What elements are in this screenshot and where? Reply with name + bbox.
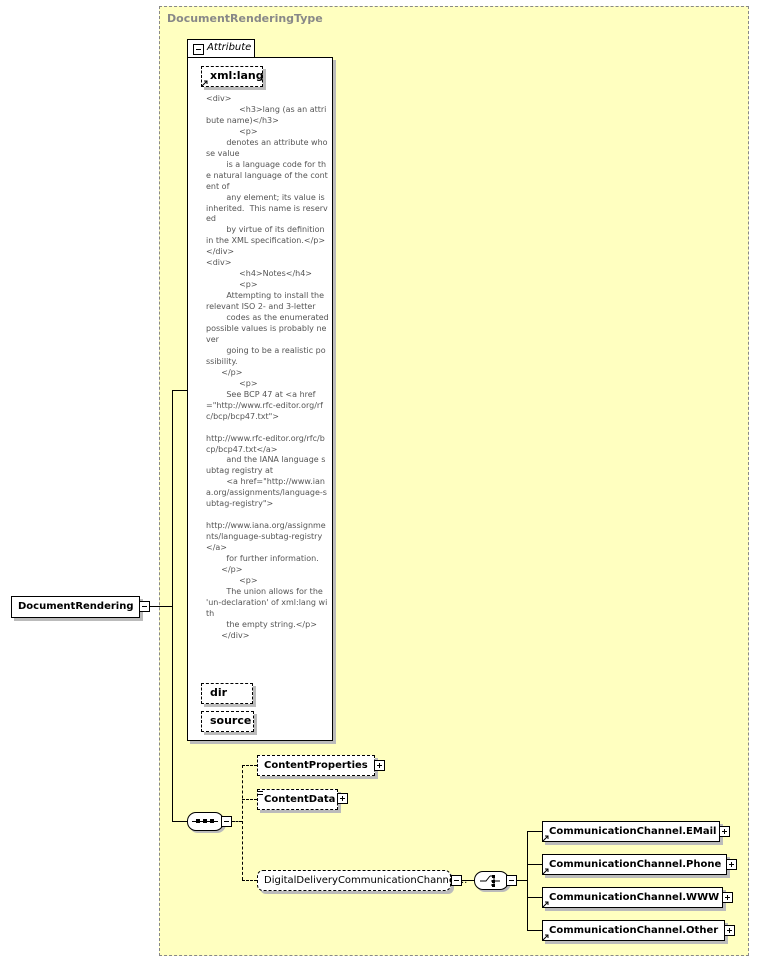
type-name: DocumentRenderingType [167,12,323,25]
attribute-xml-lang[interactable]: xml:lang [201,66,264,87]
choice-icon [480,875,500,887]
attribute-name: source [210,714,252,727]
element-content-properties[interactable]: ContentProperties [257,755,375,776]
element-name: CommunicationChannel.Phone [549,859,722,870]
element-name: CommunicationChannel.Other [549,925,719,936]
element-name: ContentProperties [264,760,368,771]
reference-arrow-icon [543,901,549,907]
reference-arrow-icon [543,835,549,841]
element-name: CommunicationChannel.EMail [549,826,717,837]
attribute-group-tab[interactable] [187,39,255,58]
collapse-icon[interactable] [506,875,517,886]
reference-arrow-icon [202,80,208,86]
collapse-icon[interactable] [221,816,232,827]
root-element-box[interactable]: DocumentRendering [11,596,140,618]
attribute-group-box [187,57,333,741]
collapse-icon[interactable] [451,875,462,886]
element-communication-channel-phone[interactable]: CommunicationChannel.Phone [542,854,727,875]
attribute-group-label: Attribute [207,42,252,53]
expand-icon[interactable] [719,826,730,837]
expand-icon[interactable] [724,925,735,936]
element-name: CommunicationChannel.WWW [549,892,720,903]
expand-icon[interactable] [374,760,385,771]
expand-icon[interactable] [337,793,348,804]
attribute-name: dir [210,686,228,699]
element-digital-delivery-communication-channel[interactable]: DigitalDeliveryCommunicationChannel... [257,870,467,891]
element-communication-channel-email[interactable]: CommunicationChannel.EMail [542,821,720,842]
collapse-icon[interactable] [193,44,204,55]
reference-arrow-icon [543,868,549,874]
element-name: ContentData [264,794,336,805]
collapse-icon[interactable] [139,601,150,612]
element-communication-channel-www[interactable]: CommunicationChannel.WWW [542,887,723,908]
reference-arrow-icon [543,934,549,940]
root-element-name: DocumentRendering [18,601,134,612]
attribute-documentation: <div> <h3>lang (as an attribute name)</h… [206,94,329,640]
attribute-dir[interactable]: dir [201,683,253,704]
attribute-source[interactable]: source [201,711,254,732]
attribute-name: xml:lang [210,69,264,82]
expand-icon[interactable] [726,859,737,870]
element-name: DigitalDeliveryCommunicationChannel... [264,875,468,886]
element-communication-channel-other[interactable]: CommunicationChannel.Other [542,920,725,941]
element-content-data[interactable]: ContentData [257,789,338,810]
expand-icon[interactable] [722,892,733,903]
